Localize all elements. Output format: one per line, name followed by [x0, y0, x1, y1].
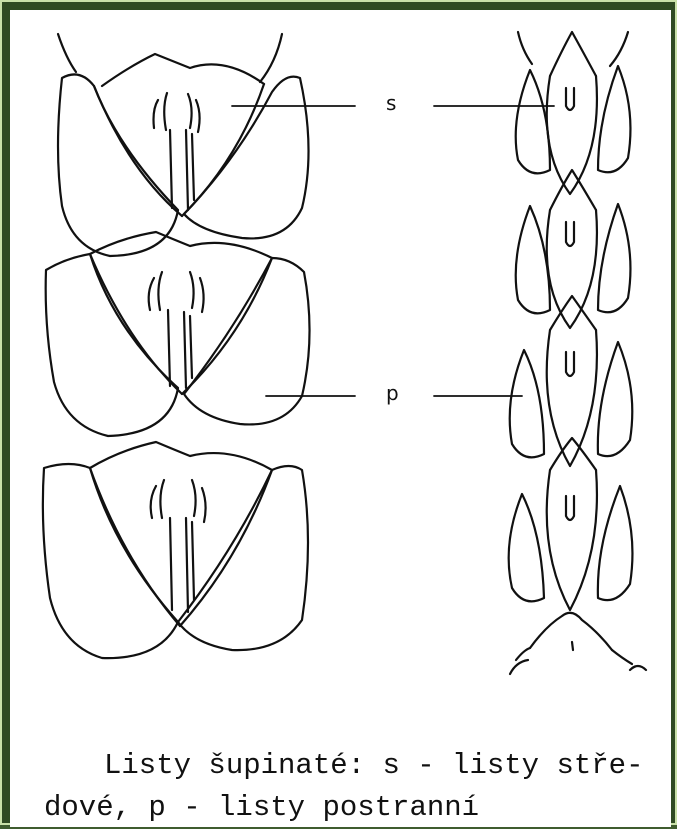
right-shoot: [509, 32, 646, 674]
caption-line-2: dové, p - listy postranní: [44, 787, 664, 829]
figure-caption: Listy šupinaté: s - listy stře- dové, p …: [44, 745, 664, 829]
left-leaf-unit: [58, 54, 309, 256]
caption-line-1: Listy šupinaté: s - listy stře-: [44, 745, 664, 787]
leader-lines: [232, 106, 554, 396]
label-p: p: [386, 383, 399, 403]
figure-panel: s p Listy šupinaté: s - listy stře- dové…: [10, 10, 671, 827]
left-shoot: [43, 34, 310, 658]
left-leaf-unit: [43, 442, 308, 658]
left-leaf-unit: [46, 232, 310, 436]
scale-leaf-drawing: [10, 10, 671, 827]
label-s: s: [386, 93, 396, 113]
right-leaf-unit: [516, 170, 631, 328]
right-leaf-unit: [510, 613, 646, 674]
